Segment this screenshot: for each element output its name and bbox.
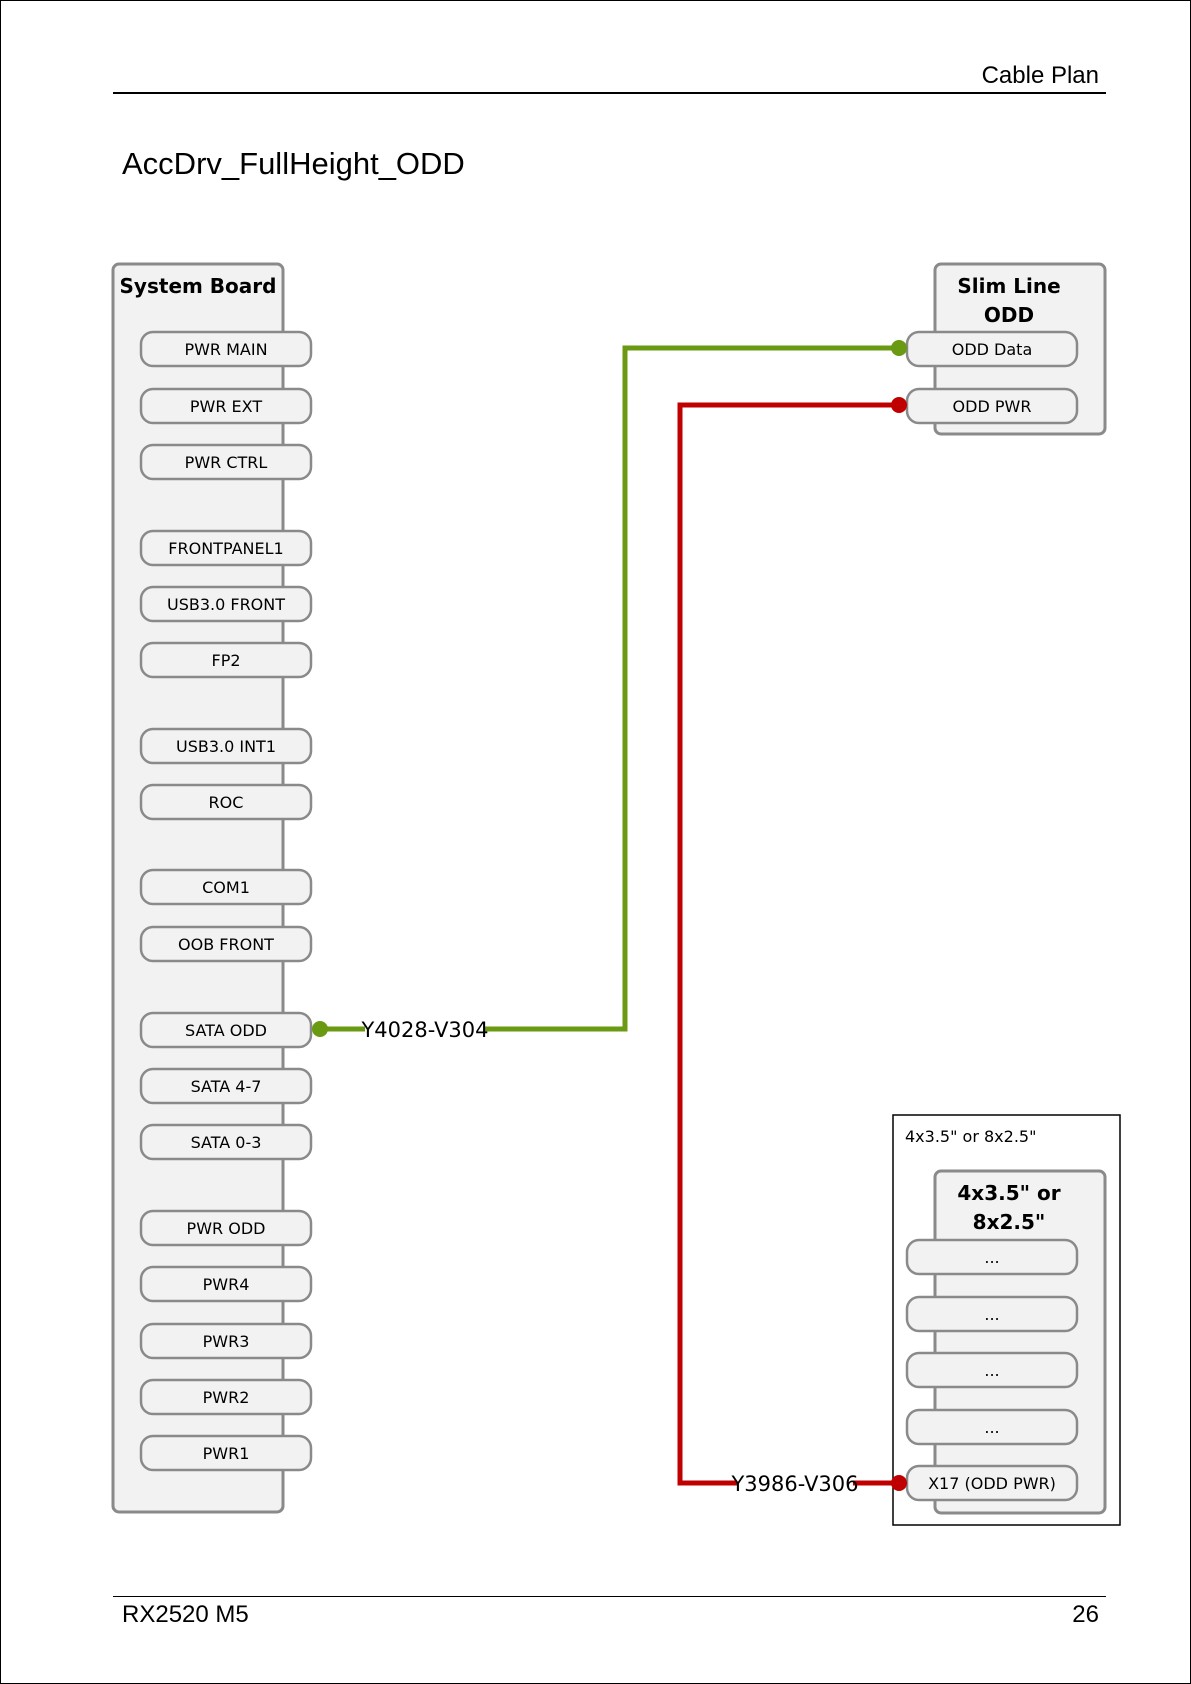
cable-label-y4028: Y4028-V304: [360, 1018, 488, 1042]
connector-label: PWR3: [203, 1332, 250, 1351]
slim-odd-title-line1: Slim Line: [957, 274, 1060, 298]
system-board: System Board PWR MAIN PWR EXT PWR CTRL FRON…: [111, 262, 313, 1514]
footer-product: RX2520 M5: [122, 1601, 249, 1628]
connector-label: USB3.0 INT1: [176, 737, 276, 756]
connector-label: FRONTPANEL1: [168, 539, 283, 558]
connector-label: SATA 0-3: [191, 1133, 262, 1152]
header-title: Cable Plan: [981, 62, 1099, 89]
page-title: AccDrv_FullHeight_ODD: [122, 146, 465, 181]
connector-box: [139, 529, 313, 567]
cable-endpoint-dot: [891, 397, 907, 413]
connector-box: [139, 1011, 313, 1049]
connector-slot-1: ...: [905, 1238, 1079, 1276]
connector-label: OOB FRONT: [178, 935, 274, 954]
connector-label: PWR MAIN: [184, 340, 267, 359]
connector-pwr3: PWR3: [139, 1322, 313, 1360]
connector-roc: ROC: [139, 783, 313, 821]
connector-box: [139, 1378, 313, 1416]
connector-label: PWR ODD: [187, 1219, 266, 1238]
connector-slot-2: ...: [905, 1295, 1079, 1333]
connector-label: X17 (ODD PWR): [928, 1474, 1056, 1493]
connector-box: [905, 330, 1079, 368]
connector-usb3-0-front: USB3.0 FRONT: [139, 585, 313, 623]
backplane-title-line1: 4x3.5" or: [957, 1181, 1060, 1205]
connector-box: [139, 1434, 313, 1472]
connector-sata-4-7: SATA 4-7: [139, 1067, 313, 1105]
connector-box: [139, 641, 313, 679]
connector-frontpanel1: FRONTPANEL1: [139, 529, 313, 567]
connector-pwr4: PWR4: [139, 1265, 313, 1303]
connector-label: PWR1: [203, 1444, 250, 1463]
connector-box: [139, 727, 313, 765]
connector-box: [139, 868, 313, 906]
connector-x17-odd-pwr: X17 (ODD PWR): [905, 1464, 1079, 1502]
connector-label: PWR4: [203, 1275, 250, 1294]
connector-box: [139, 443, 313, 481]
connector-fp2: FP2: [139, 641, 313, 679]
backplane-title-line2: 8x2.5": [973, 1210, 1046, 1234]
connector-box: [139, 1067, 313, 1105]
connector-box: [139, 783, 313, 821]
connector-label: SATA 4-7: [191, 1077, 262, 1096]
connector-usb3-0-int1: USB3.0 INT1: [139, 727, 313, 765]
connector-slot-4: ...: [905, 1408, 1079, 1446]
connector-box: [905, 1295, 1079, 1333]
connector-pwr-main: PWR MAIN: [139, 330, 313, 368]
connector-pwr2: PWR2: [139, 1378, 313, 1416]
connector-label: ...: [984, 1361, 999, 1380]
connector-box: [139, 585, 313, 623]
connector-pwr-ctrl: PWR CTRL: [139, 443, 313, 481]
connector-label: COM1: [202, 878, 250, 897]
connector-slot-3: ...: [905, 1351, 1079, 1389]
cable-endpoint-dot: [891, 1475, 907, 1491]
connector-odd-pwr: ODD PWR: [905, 387, 1079, 425]
connector-box: [139, 925, 313, 963]
connector-pwr-odd: PWR ODD: [139, 1209, 313, 1247]
connector-box: [139, 1209, 313, 1247]
connector-odd-data: ODD Data: [905, 330, 1079, 368]
connector-label: ...: [984, 1248, 999, 1267]
system-board-title: System Board: [120, 274, 277, 298]
connector-label: ROC: [209, 793, 244, 812]
backplane-group-label: 4x3.5" or 8x2.5": [905, 1127, 1036, 1146]
connector-box: [139, 1322, 313, 1360]
connector-box: [139, 1123, 313, 1161]
cable-endpoint-dot: [891, 340, 907, 356]
connector-label: PWR CTRL: [185, 453, 268, 472]
footer-page-number: 26: [1072, 1601, 1099, 1628]
connector-label: ODD PWR: [953, 397, 1032, 416]
connector-label: SATA ODD: [185, 1021, 267, 1040]
connector-pwr-ext: PWR EXT: [139, 387, 313, 425]
connector-box: [905, 387, 1079, 425]
connector-pwr1: PWR1: [139, 1434, 313, 1472]
cable-label-y3986: Y3986-V306: [730, 1472, 858, 1496]
connector-label: PWR EXT: [190, 397, 262, 416]
connector-com1: COM1: [139, 868, 313, 906]
backplane-group: 4x3.5" or 8x2.5" 4x3.5" or 8x2.5" ......…: [892, 1114, 1121, 1526]
connector-sata-0-3: SATA 0-3: [139, 1123, 313, 1161]
connector-box: [139, 1265, 313, 1303]
connector-sata-odd: SATA ODD: [139, 1011, 313, 1049]
connector-label: USB3.0 FRONT: [167, 595, 285, 614]
cable-endpoint-dot: [312, 1021, 328, 1037]
footer-rule: [113, 1596, 1106, 1597]
connector-oob-front: OOB FRONT: [139, 925, 313, 963]
cable-sata-odd: Y4028-V304: [312, 340, 907, 1042]
connector-box: [139, 387, 313, 425]
connector-label: FP2: [211, 651, 240, 670]
connector-label: ...: [984, 1305, 999, 1324]
cable-odd-pwr: Y3986-V306: [677, 397, 907, 1496]
connector-box: [905, 1351, 1079, 1389]
connector-label: ...: [984, 1418, 999, 1437]
header-rule: [113, 92, 1106, 94]
connector-label: PWR2: [203, 1388, 250, 1407]
connector-label: ODD Data: [952, 340, 1033, 359]
slim-odd-title-line2: ODD: [984, 303, 1034, 327]
connector-box: [905, 1408, 1079, 1446]
connector-box: [905, 1238, 1079, 1276]
connector-box: [139, 330, 313, 368]
